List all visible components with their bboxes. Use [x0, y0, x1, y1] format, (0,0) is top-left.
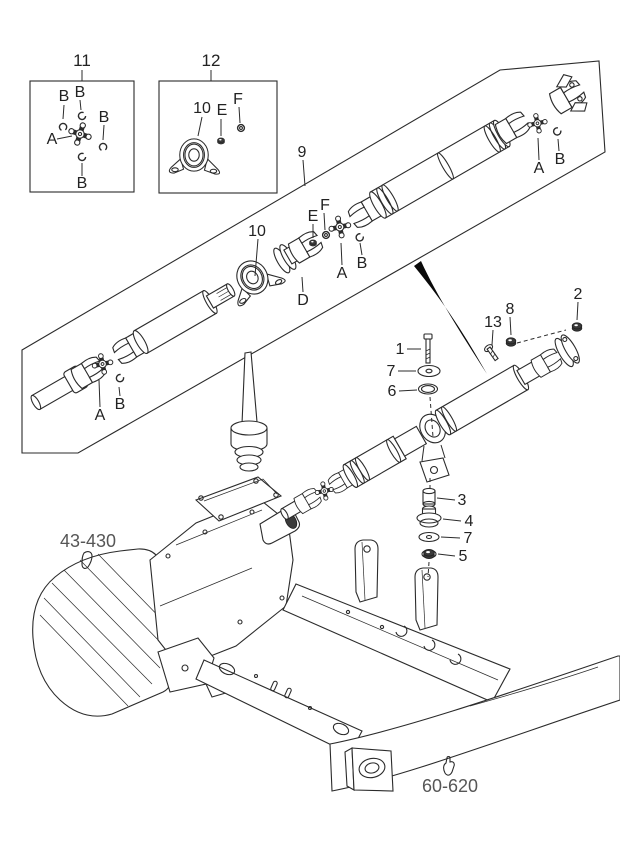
rear-bearing-bracket [419, 444, 450, 483]
u-joint-spider-icon [313, 480, 335, 502]
snap-ring-icon [551, 125, 563, 138]
label-snap-ring: B [115, 396, 126, 413]
label-mount-washer: 7 [387, 363, 396, 380]
label-flange-nut: 2 [574, 286, 583, 303]
bolt-icon [423, 333, 433, 364]
washer-icon [236, 123, 246, 133]
label-front-shaft-assembly: 9 [298, 144, 307, 161]
frame-ref-label: 60-620 [422, 776, 478, 796]
shift-tower-plate [194, 476, 283, 522]
label-nut: E [308, 208, 319, 225]
label-mount-bolt: 1 [396, 341, 405, 358]
detail-box-11-leaders [56, 99, 105, 176]
washer-icon [417, 364, 441, 378]
snap-ring-icon [98, 142, 108, 152]
frame-ref-hand-icon [443, 755, 455, 776]
label-screw: 13 [484, 314, 502, 331]
center-bearing-icon [168, 138, 221, 175]
label-snap-ring: B [77, 175, 88, 192]
direction-arrow [414, 261, 487, 374]
label-spider: A [337, 265, 348, 282]
u-joint-spider-icon [526, 112, 549, 135]
label-center-bearing: 10 [193, 100, 211, 117]
u-joint-spider-icon [327, 214, 353, 240]
frame-rail-upper [282, 583, 511, 703]
nut-icon [217, 137, 225, 145]
label-snap-ring: B [75, 84, 86, 101]
label-snap-ring: B [59, 88, 70, 105]
transmission-ref-bracket-icon [81, 551, 93, 569]
label-nut-small: 8 [506, 301, 515, 318]
label-spider: A [95, 407, 106, 424]
cross-member [195, 659, 363, 755]
nut-icon [309, 239, 317, 247]
rear-flange-icon [554, 334, 580, 368]
label-mount-rubber: 6 [388, 383, 397, 400]
frame-assembly: 60-620 [195, 539, 620, 796]
leader-lines [98, 137, 579, 557]
front-propeller-shaft [30, 74, 589, 411]
label-washer: F [320, 197, 330, 214]
u-joint-spider-icon [65, 119, 94, 148]
label-nut: E [217, 102, 228, 119]
transmission-ref-label: 43-430 [60, 531, 116, 551]
detail-box-12-frame [158, 80, 278, 194]
front-shaft-enclosure-border [21, 60, 606, 454]
label-spider: A [534, 160, 545, 177]
detail-box-11: 11 B B B B A [29, 51, 135, 193]
label-flange-yoke: D [297, 292, 309, 309]
mount-hardware-upper [417, 333, 441, 395]
washer-icon [321, 230, 331, 240]
screw-icon [483, 344, 499, 362]
snap-ring-icon [354, 231, 366, 243]
snap-ring-icon [76, 110, 87, 122]
mount-bracket-right [414, 567, 439, 631]
label-snap-ring: B [99, 109, 110, 126]
detail-box-12-leaders [197, 106, 241, 137]
mount-bracket-left [354, 539, 379, 603]
label-spacer: 3 [458, 492, 467, 509]
label-snap-ring: B [357, 255, 368, 272]
assembly-dashed-lines [427, 329, 567, 578]
label-lower-nut: 5 [459, 548, 468, 565]
detail-box-11-number: 11 [73, 51, 91, 70]
transmission-assembly: 43-430 [32, 351, 301, 717]
label-lower-washer: 7 [464, 530, 473, 547]
snap-ring-icon [114, 372, 126, 384]
washer-icon [418, 531, 440, 543]
frame-rail-lower [329, 655, 620, 792]
label-center-bearing: 10 [248, 223, 266, 240]
snap-ring-icon [76, 151, 87, 163]
label-insulator: 4 [465, 513, 474, 530]
label-snap-ring: B [555, 151, 566, 168]
nut-icon [571, 322, 583, 332]
label-washer: F [233, 91, 243, 108]
companion-flange-icon [546, 74, 589, 116]
snap-ring-icon [58, 122, 68, 132]
detail-box-12: 12 10 E F [158, 51, 278, 194]
u-joint-spider-icon [90, 352, 115, 377]
detail-box-12-number: 12 [202, 51, 221, 70]
insulator-icon [416, 505, 442, 528]
mount-hardware-lower [416, 487, 442, 560]
gear-shift-lever [230, 351, 268, 472]
nut-icon [505, 337, 517, 347]
label-spider: A [47, 131, 58, 148]
